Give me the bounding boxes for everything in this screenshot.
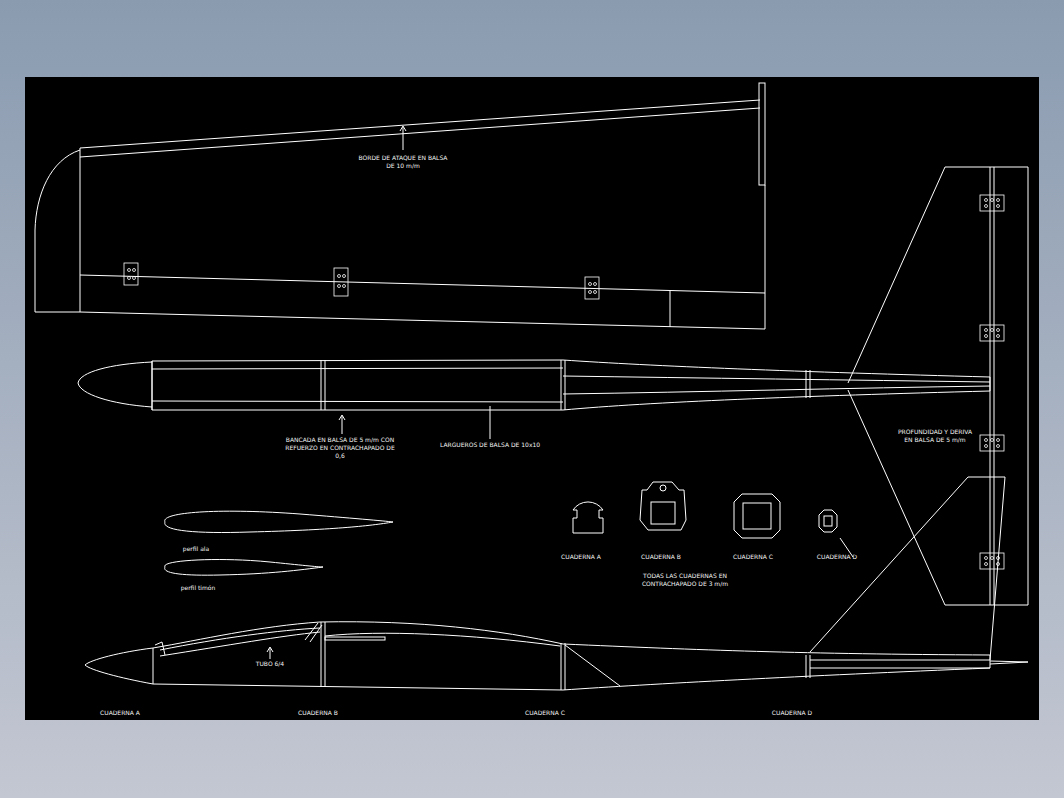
note-text: PROFUNDIDAD Y DERIVA EN BALSA DE 5 m/m bbox=[895, 428, 975, 444]
section-mark: CUADERNA D bbox=[767, 709, 817, 717]
note-text: BORDE DE ATAQUE EN BALSA DE 10 m/m bbox=[355, 154, 451, 170]
profile-label: perfil timón bbox=[176, 584, 220, 592]
part-name: CUADERNA A bbox=[556, 553, 606, 561]
section-mark: CUADERNA C bbox=[520, 709, 570, 717]
part-name: TUBO 6/4 bbox=[250, 660, 290, 668]
part-name: CUADERNA B bbox=[636, 553, 686, 561]
note-text: BANCADA EN BALSA DE 5 m/m CON REFUERZO E… bbox=[285, 436, 395, 460]
note-text: LARGUEROS DE BALSA DE 10x10 bbox=[435, 441, 545, 449]
drawing-sheet bbox=[25, 77, 1039, 720]
part-name: CUADERNA C bbox=[728, 553, 778, 561]
part-name: CUADERNA D bbox=[812, 553, 862, 561]
profile-label: perfil ala bbox=[176, 545, 216, 553]
section-mark: CUADERNA A bbox=[95, 709, 145, 717]
section-mark: CUADERNA B bbox=[293, 709, 343, 717]
note-text: TODAS LAS CUADERNAS EN CONTRACHAPADO DE … bbox=[640, 572, 730, 588]
